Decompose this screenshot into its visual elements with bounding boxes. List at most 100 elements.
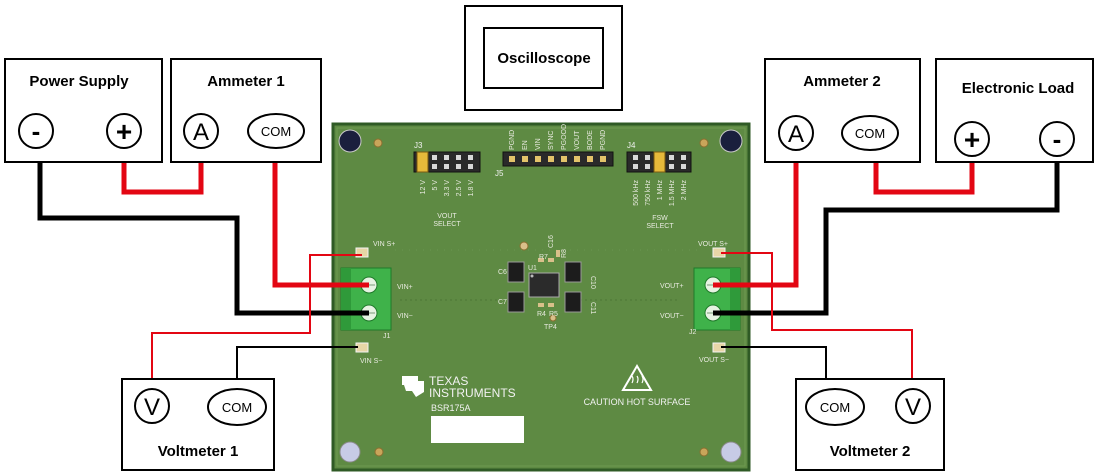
wire-vout-sense-plus-to-voltmeter2: [721, 252, 913, 381]
power-supply-title: Power Supply: [29, 73, 129, 90]
fsw-option-label-4: 2 MHz: [681, 180, 688, 201]
board-id-label: BSR175A: [431, 403, 471, 413]
caution-hot-surface-label: CAUTION HOT SURFACE: [584, 397, 691, 407]
vout-s-minus-label: VOUT S−: [699, 357, 729, 364]
wire-ammeter2-to-load-plus: [873, 162, 975, 195]
ammeter1-title: Ammeter 1: [207, 73, 285, 90]
j3-jumper: [416, 151, 429, 173]
ammeter1-com-label: COM: [261, 124, 291, 139]
wire-ammeter1-to-vin-plus: [272, 150, 369, 288]
oscilloscope: Oscilloscope: [464, 5, 623, 111]
j5-pin-label-0: PGND: [509, 130, 516, 150]
vin-plus-label: VIN+: [397, 284, 413, 291]
board-label-blank: [431, 416, 524, 443]
ti-name-line2: INSTRUMENTS: [429, 386, 516, 400]
ammeter2-com-label: COM: [855, 126, 885, 141]
voltmeter-2: COM V Voltmeter 2: [795, 378, 945, 471]
wire-vout-plus-to-ammeter2: [713, 162, 799, 288]
vout-option-label-2: 3.3 V: [444, 180, 451, 197]
ammeter-1: Ammeter 1 A COM: [170, 58, 322, 163]
c16-label: C16: [548, 235, 555, 248]
voltmeter2-v-label: V: [905, 394, 921, 421]
wiring: [37, 150, 1060, 386]
r4-label: R4: [537, 311, 546, 318]
vout-option-label-4: 1.8 V: [468, 180, 475, 197]
j5-pin-label-3: SYNC: [548, 131, 555, 150]
vout-s-plus-label: VOUT S+: [698, 241, 728, 248]
wire-psu-plus-to-ammeter1: [121, 150, 204, 195]
power-supply-minus-symbol: -: [32, 116, 41, 146]
electronic-load-plus-terminal: [954, 121, 990, 157]
vin-s-plus-pad: [355, 247, 369, 258]
j1-label: J1: [383, 333, 391, 340]
wire-vout-sense-minus-to-voltmeter2: [721, 346, 827, 381]
fsw-option-label-3: 1.5 MHz: [669, 180, 676, 207]
vout-minus-label: VOUT−: [660, 313, 684, 320]
electronic-load-minus-terminal: [1039, 121, 1075, 157]
power-supply-plus-terminal: [106, 113, 142, 149]
ti-logo: TEXAS INSTRUMENTS: [402, 374, 516, 400]
mounting-hole-top-left: [338, 129, 362, 153]
c7-label: C7: [498, 299, 507, 306]
output-terminal-block: [693, 267, 741, 331]
ammeter1-com-terminal: [247, 113, 305, 149]
j5-pin-label-6: BODE: [587, 130, 594, 150]
j2-label: J2: [689, 329, 697, 336]
ti-name-line1: TEXAS: [429, 374, 468, 388]
voltmeter2-com-terminal: [805, 388, 865, 426]
j5-header: [502, 151, 614, 167]
vin-s-plus-label: VIN S+: [373, 241, 395, 248]
converter-ic-area: [507, 241, 582, 322]
voltmeter1-v-terminal: [134, 388, 170, 424]
fsw-select-line1: FSW: [652, 215, 668, 222]
vin-s-minus-label: VIN S−: [360, 358, 382, 365]
wire-vin-sense-plus-to-voltmeter1: [151, 254, 362, 379]
fsw-option-label-0: 500 kHz: [633, 180, 640, 206]
voltmeter1-com-label: COM: [222, 400, 252, 415]
hot-surface-warning-icon: [621, 364, 653, 391]
tp4-label: TP4: [544, 324, 557, 331]
ammeter2-title: Ammeter 2: [803, 73, 881, 90]
vout-plus-label: VOUT+: [660, 283, 684, 290]
j3-header: [413, 151, 481, 173]
ammeter1-a-label: A: [193, 119, 209, 146]
wire-psu-minus-to-vin-minus: [37, 162, 369, 316]
vin-minus-label: VIN−: [397, 313, 413, 320]
voltmeter1-title: Voltmeter 1: [158, 443, 239, 460]
ammeter2-a-label: A: [788, 121, 804, 148]
oscilloscope-title: Oscilloscope: [497, 50, 590, 67]
mounting-hole-bottom-right: [720, 441, 742, 463]
vout-option-label-1: 5 V: [432, 180, 439, 191]
wire-vout-minus-to-load-minus: [713, 162, 1060, 316]
c6-label: C6: [498, 269, 507, 276]
tp4-pad: [549, 314, 557, 322]
electronic-load-title: Electronic Load: [962, 80, 1075, 97]
wire-vin-sense-minus-to-voltmeter1: [236, 346, 358, 386]
input-terminal-block: [340, 267, 392, 331]
j4-label: J4: [627, 141, 636, 150]
c11-label: C11: [589, 302, 596, 314]
vout-option-label-0: 12 V: [420, 180, 427, 195]
j5-label: J5: [495, 169, 504, 178]
ammeter2-com-terminal: [841, 115, 899, 151]
electronic-load: Electronic Load + -: [935, 58, 1094, 163]
voltmeter2-title: Voltmeter 2: [830, 443, 911, 460]
j5-pin-label-2: VIN: [535, 138, 542, 150]
fsw-select-line2: SELECT: [646, 223, 674, 230]
ammeter1-a-terminal: [183, 113, 219, 149]
voltmeter1-com-terminal: [207, 388, 267, 426]
voltmeter2-com-label: COM: [820, 400, 850, 415]
power-supply-plus-symbol: +: [116, 116, 132, 147]
electronic-load-plus-symbol: +: [964, 124, 980, 155]
electronic-load-minus-symbol: -: [1053, 124, 1062, 154]
j5-pin-label-4: PGOOD: [561, 124, 568, 150]
fsw-option-label-2: 1 MHz: [657, 180, 664, 201]
vout-select-line2: SELECT: [433, 221, 461, 228]
mounting-hole-top-right: [719, 129, 743, 153]
j5-pin-label-7: PGND: [600, 130, 607, 150]
r8-label: R8: [561, 249, 568, 258]
